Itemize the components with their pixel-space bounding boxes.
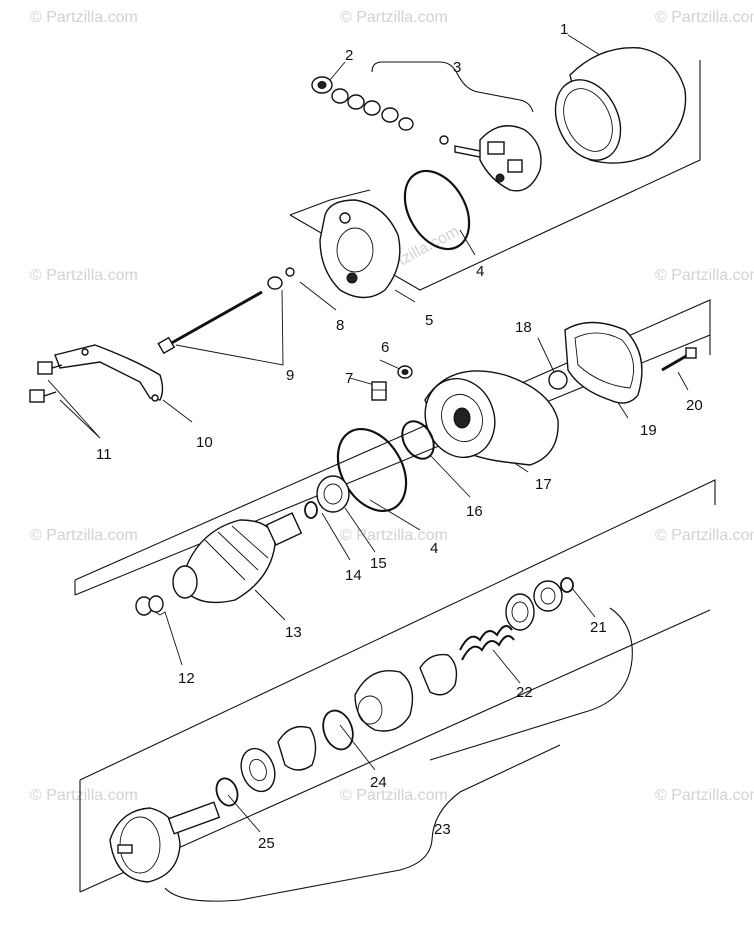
part-9-through-bolt: [157, 276, 283, 355]
callout-23: 23: [434, 821, 451, 838]
callout-4: 4: [430, 540, 438, 557]
bracket-part-3: [371, 61, 534, 113]
callout-16: 16: [466, 503, 483, 520]
watermark: © Partzilla.com: [655, 787, 754, 804]
part-23-drive-gear-assembly: [109, 670, 414, 883]
part-7-bolt: [371, 381, 387, 401]
callout-3: 3: [453, 59, 461, 76]
callout-9: 9: [286, 367, 294, 384]
part-13-armature: [172, 512, 303, 604]
callout-10: 10: [196, 434, 213, 451]
part-6-nut: [397, 365, 413, 379]
part-18-washer: [548, 370, 568, 390]
callout-4: 4: [476, 263, 484, 280]
callout-18: 18: [515, 319, 532, 336]
part-21-clip: [560, 577, 574, 593]
callout-12: 12: [178, 670, 195, 687]
part-5-end-cover: [319, 199, 401, 299]
leader-lines: [47, 34, 689, 833]
callout-1: 1: [560, 21, 568, 38]
part-17-front-housing: [424, 370, 559, 466]
part-14-ring: [304, 501, 318, 519]
part-20-bolt: [661, 347, 697, 372]
callout-21: 21: [590, 619, 607, 636]
part-15-bearing: [316, 475, 350, 513]
bracket-part-22: [429, 607, 633, 761]
callout-13: 13: [285, 624, 302, 641]
callout-17: 17: [535, 476, 552, 493]
callout-15: 15: [370, 555, 387, 572]
watermark: © Partzilla.com: [340, 787, 448, 804]
watermark: © Partzilla.com: [655, 267, 754, 284]
callout-2: 2: [345, 47, 353, 64]
watermark: © Partzilla.com: [655, 527, 754, 544]
part-19-gasket: [564, 321, 643, 404]
callout-20: 20: [686, 397, 703, 414]
part-2-nut-washer-set: [311, 76, 414, 131]
watermark: © Partzilla.com: [30, 9, 138, 26]
callout-5: 5: [425, 312, 433, 329]
section-lines: [74, 60, 716, 893]
callout-19: 19: [640, 422, 657, 439]
callout-22: 22: [516, 684, 533, 701]
watermark: © Partzilla.com: [30, 787, 138, 804]
callout-25: 25: [258, 835, 275, 852]
part-12-brushes: [135, 595, 164, 616]
bracket-part-23: [164, 744, 561, 902]
part-16-o-ring: [401, 420, 435, 460]
part-8-ring: [285, 267, 295, 277]
part-10-bracket: [54, 344, 164, 402]
part-3-brush-holder: [439, 125, 542, 192]
part-4-o-ring: [403, 169, 471, 251]
callout-24: 24: [370, 774, 387, 791]
watermark: © Partzilla.com: [30, 527, 138, 544]
watermark: © Partzilla.com: [655, 9, 754, 26]
part-22-clutch-components: [419, 580, 563, 696]
callout-6: 6: [381, 339, 389, 356]
callout-8: 8: [336, 317, 344, 334]
callouts: 1 2 3 4 5 6 7 8 9 10 11 12 13 14 15 16 1…: [96, 21, 703, 852]
callout-14: 14: [345, 567, 362, 584]
part-1-yoke-housing: [554, 47, 687, 164]
watermark: © Partzilla.com: [340, 9, 448, 26]
watermark: © Partzilla.com: [30, 267, 138, 284]
callout-7: 7: [345, 370, 353, 387]
part-11-bolts: [29, 361, 63, 403]
callout-11: 11: [96, 446, 112, 463]
